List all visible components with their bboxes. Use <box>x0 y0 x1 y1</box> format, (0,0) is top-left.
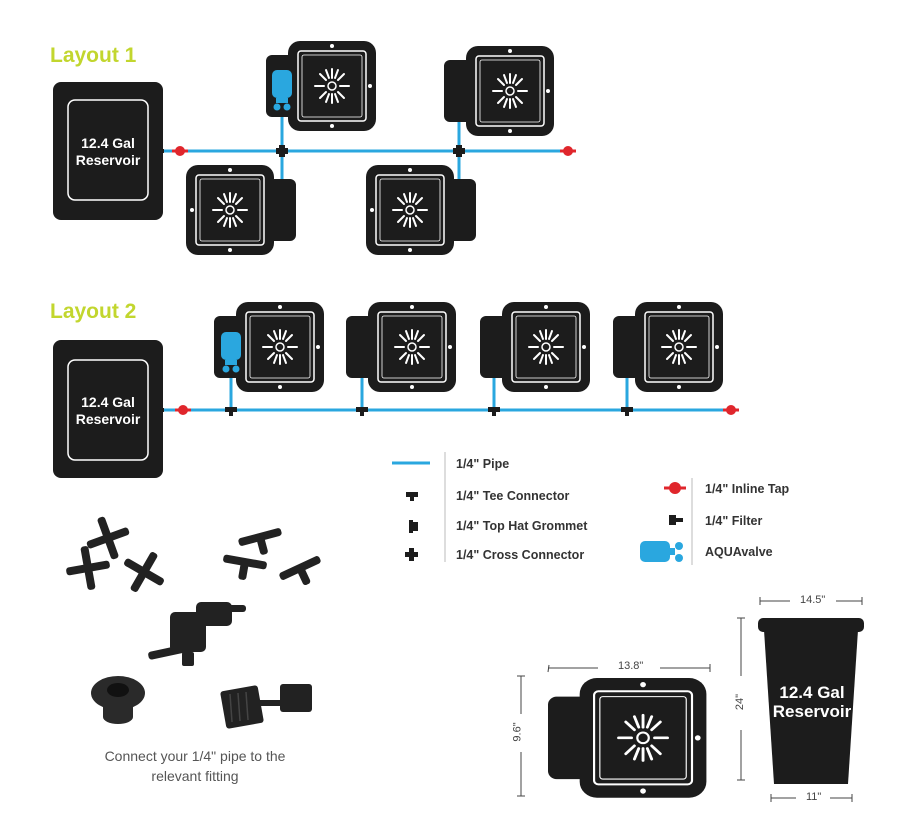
layout-1-reservoir <box>53 82 163 220</box>
layout-1-pot-bottom-left <box>185 164 297 256</box>
legend-inline-tap-label: 1/4" Inline Tap <box>705 482 790 496</box>
legend-cross-connector-label: 1/4" Cross Connector <box>456 548 585 562</box>
legend-aquavalve-symbol <box>640 541 683 562</box>
legend-tee-connector-symbol <box>406 492 418 501</box>
layout-1-filter-icon <box>150 146 164 156</box>
layout-1-reservoir-label-line-1: 12.4 Gal <box>81 135 135 151</box>
big-reservoir-label-line-1: 12.4 Gal <box>779 683 845 702</box>
big-reservoir-bucket <box>758 618 864 784</box>
fitting-caption-line-2: relevant fitting <box>151 768 239 784</box>
legend-pipe-label: 1/4" Pipe <box>456 457 510 471</box>
reservoir-top-dimension: 14.5" <box>800 594 826 606</box>
layout-2-tee-connector-4-icon <box>621 407 633 416</box>
pot-width-dimension: 13.8" <box>618 660 644 672</box>
legend-inline-tap-symbol <box>664 482 686 494</box>
legend-top-hat-grommet-label: 1/4" Top Hat Grommet <box>456 519 588 533</box>
fitting-caption: Connect your 1/4" pipe to the relevant f… <box>70 746 320 786</box>
legend-filter-label: 1/4" Filter <box>705 514 763 528</box>
tee-connector-photos <box>223 528 321 586</box>
top-hat-grommet-photo <box>91 676 145 724</box>
aquavalve-photo <box>148 602 246 666</box>
layout-2-tee-connector-3-icon <box>488 407 500 416</box>
layout-1-reservoir-label: 12.4 Gal Reservoir <box>68 135 148 169</box>
layout-1-title: Layout 1 <box>50 44 137 67</box>
fitting-caption-line-1: Connect your 1/4" pipe to the <box>104 748 286 764</box>
filter-photo <box>220 684 312 729</box>
layout-2-reservoir-label: 12.4 Gal Reservoir <box>68 394 148 428</box>
layout-1-inline-tap-end-icon <box>560 146 576 156</box>
layout-2-inline-tap-start-icon <box>175 405 191 415</box>
layout-2-reservoir-label-line-2: Reservoir <box>75 411 141 427</box>
layout-2-reservoir-label-line-1: 12.4 Gal <box>81 394 135 410</box>
legend-cross-connector-symbol <box>405 548 418 561</box>
layout-1-cross-connector-2-icon <box>453 145 465 157</box>
layout-2-filter-icon <box>150 405 164 415</box>
dimension-pot <box>546 676 708 800</box>
layout-2-inline-tap-end-icon <box>723 405 739 415</box>
reservoir-bottom-dimension: 11" <box>806 791 822 803</box>
layout-2-reservoir <box>53 340 163 478</box>
layout-2-pot-4 <box>612 301 724 393</box>
layout-2-title: Layout 2 <box>50 300 137 323</box>
legend-top-hat-grommet-symbol <box>409 520 418 533</box>
big-reservoir-label-line-2: Reservoir <box>772 702 852 721</box>
layout-1-reservoir-label-line-2: Reservoir <box>75 152 141 168</box>
layout-2-tee-connector-2-icon <box>356 407 368 416</box>
cross-connector-photos <box>66 516 164 592</box>
layout-2-tee-connector-1-icon <box>225 407 237 416</box>
big-reservoir-label: 12.4 Gal Reservoir <box>764 683 860 721</box>
layout-1-inline-tap-start-icon <box>172 146 188 156</box>
legend-tee-connector-label: 1/4" Tee Connector <box>456 489 570 503</box>
legend-aquavalve-label: AQUAvalve <box>705 545 773 559</box>
legend-filter-symbol <box>669 515 683 525</box>
layout-2-pot-3 <box>479 301 591 393</box>
pot-height-dimension: 9.6" <box>511 722 524 742</box>
layout-1-cross-connector-1-icon <box>276 145 288 157</box>
reservoir-height-dimension: 24" <box>734 693 747 711</box>
